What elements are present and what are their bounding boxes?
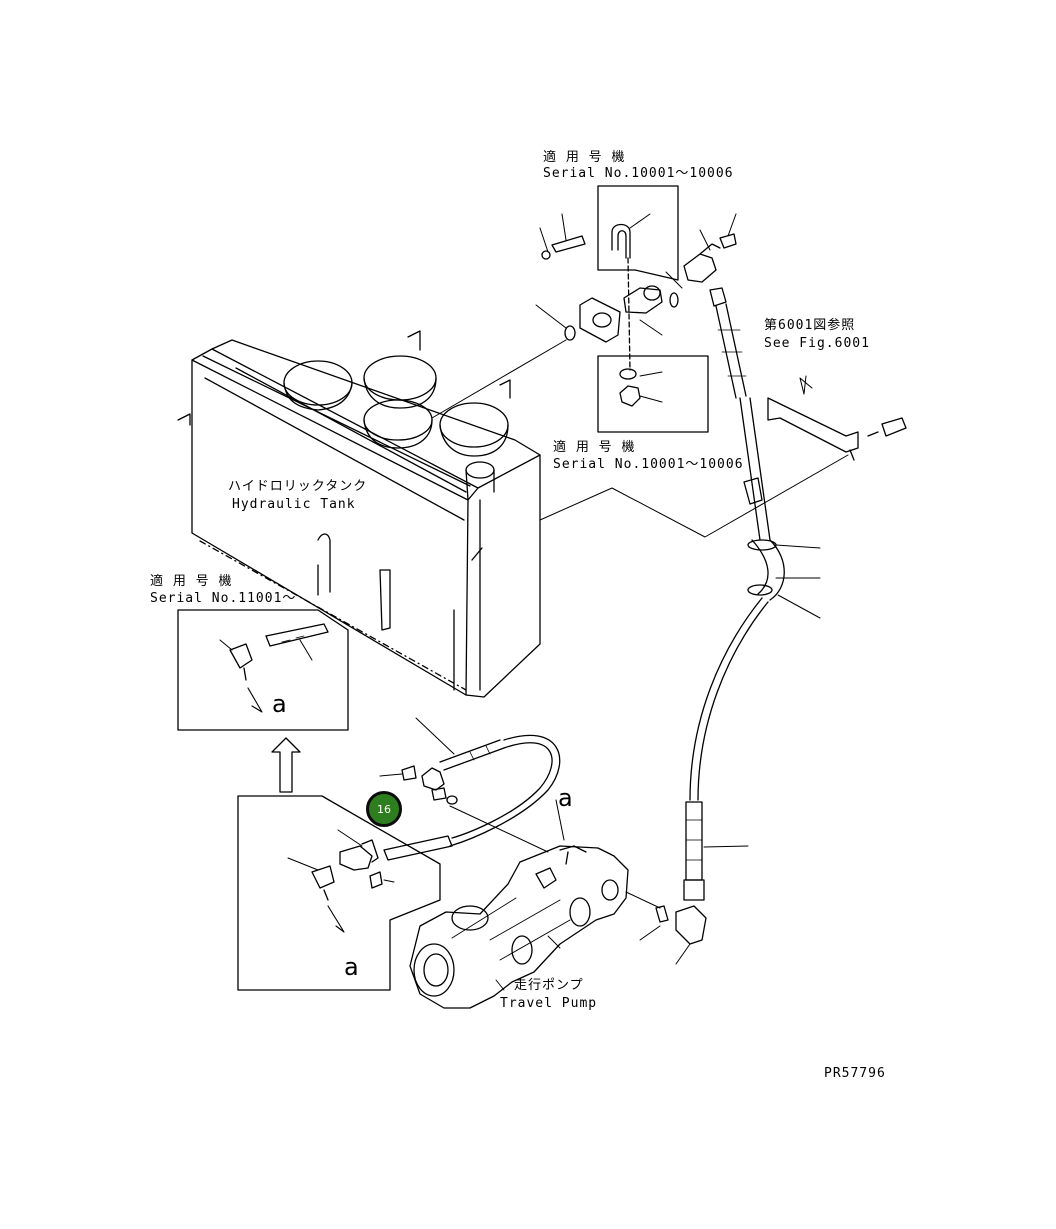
part-callout-badge[interactable]: 16 xyxy=(366,791,402,827)
serial-top-en: Serial No.10001～10006 xyxy=(543,166,734,181)
travel-pump xyxy=(409,845,661,1009)
bracket xyxy=(767,377,907,461)
up-arrow xyxy=(271,737,301,793)
hydraulic-tank xyxy=(177,330,849,698)
serial-left-jp: 適 用 号 機 xyxy=(150,574,233,589)
inset-serial-11001 xyxy=(177,609,349,731)
marker-a-main: a xyxy=(558,784,573,812)
serial-mid-jp: 適 用 号 機 xyxy=(553,440,636,455)
right-hose xyxy=(639,303,821,965)
serial-mid-en: Serial No.10001～10006 xyxy=(553,457,744,472)
pump-hose xyxy=(379,717,565,853)
pump-label-jp: 走行ポンプ xyxy=(514,978,584,993)
see-fig-jp: 第6001図参照 xyxy=(764,318,856,333)
tank-label-en: Hydraulic Tank xyxy=(232,497,356,512)
marker-a-inset-top: a xyxy=(272,690,287,718)
top-fittings xyxy=(535,185,807,433)
serial-top-jp: 適 用 号 機 xyxy=(543,150,626,165)
serial-left-en: Serial No.11001～ xyxy=(150,591,297,606)
pump-label-en: Travel Pump xyxy=(500,996,598,1011)
callout-number: 16 xyxy=(377,802,391,816)
marker-a-inset-bottom: a xyxy=(344,953,359,981)
see-fig-en: See Fig.6001 xyxy=(764,336,870,351)
drawing-number: PR57796 xyxy=(824,1066,886,1081)
inset-lower xyxy=(237,795,453,991)
tank-label-jp: ハイドロリックタンク xyxy=(228,479,368,494)
